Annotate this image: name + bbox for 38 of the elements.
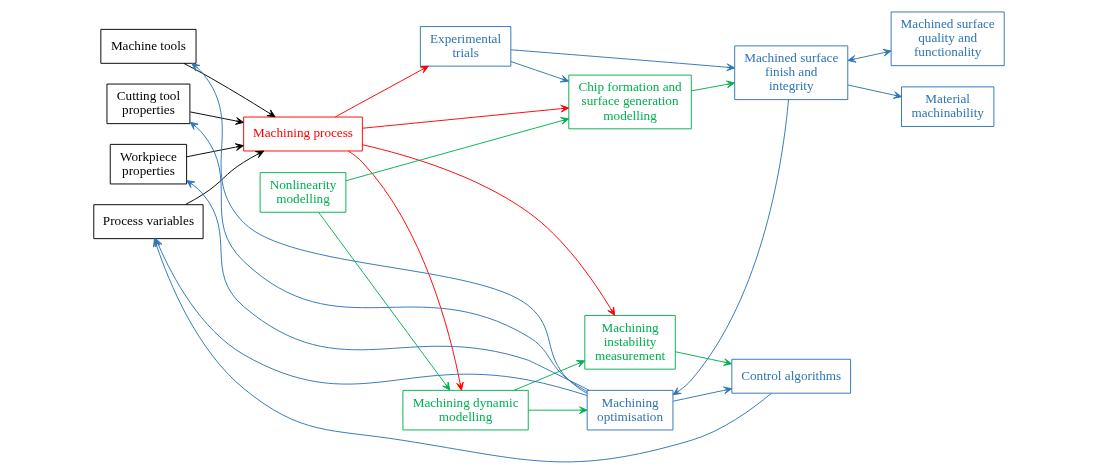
arrow	[361, 104, 569, 129]
arrow	[510, 61, 569, 83]
arrow	[345, 117, 569, 182]
arrow	[189, 121, 588, 393]
node-box: Control algorithms	[730, 358, 851, 394]
node-box: Process variables	[92, 204, 204, 240]
arrow	[672, 99, 789, 396]
arrow	[672, 386, 732, 402]
arrow	[847, 84, 902, 99]
arrow	[334, 65, 429, 118]
node-box: Cutting tool properties	[106, 83, 190, 125]
node-box: Experimental trials	[419, 26, 511, 67]
arrow	[509, 49, 735, 72]
arrow	[183, 63, 276, 118]
arrow	[347, 150, 464, 391]
node-box: Machining optimisation	[586, 389, 673, 431]
node-box: Chip formation and surface generation modelling	[567, 74, 692, 130]
arrow	[361, 144, 615, 316]
arrow	[189, 111, 244, 125]
arrow	[185, 179, 590, 391]
arrow	[317, 212, 450, 391]
arrow	[847, 48, 891, 63]
node-box: Machining process	[242, 116, 363, 152]
arrow	[513, 360, 585, 391]
node-box: Machine tools	[99, 28, 196, 64]
node-box: Machining dynamic modelling	[401, 389, 529, 431]
node-box: Material machinability	[900, 86, 994, 127]
arrow	[184, 150, 264, 205]
node-box: Workpiece properties	[109, 143, 187, 185]
node-box: Nonlinearity modelling	[259, 172, 346, 213]
node-box: Machining instability measurement	[583, 314, 676, 370]
node-box: Machined surface quality and functionality	[890, 11, 1005, 67]
node-box: Machined surface finish and integrity	[733, 45, 848, 101]
arrow	[527, 406, 587, 415]
arrow	[190, 62, 587, 394]
arrow	[185, 143, 244, 158]
arrow	[674, 351, 732, 366]
arrow	[690, 80, 735, 92]
